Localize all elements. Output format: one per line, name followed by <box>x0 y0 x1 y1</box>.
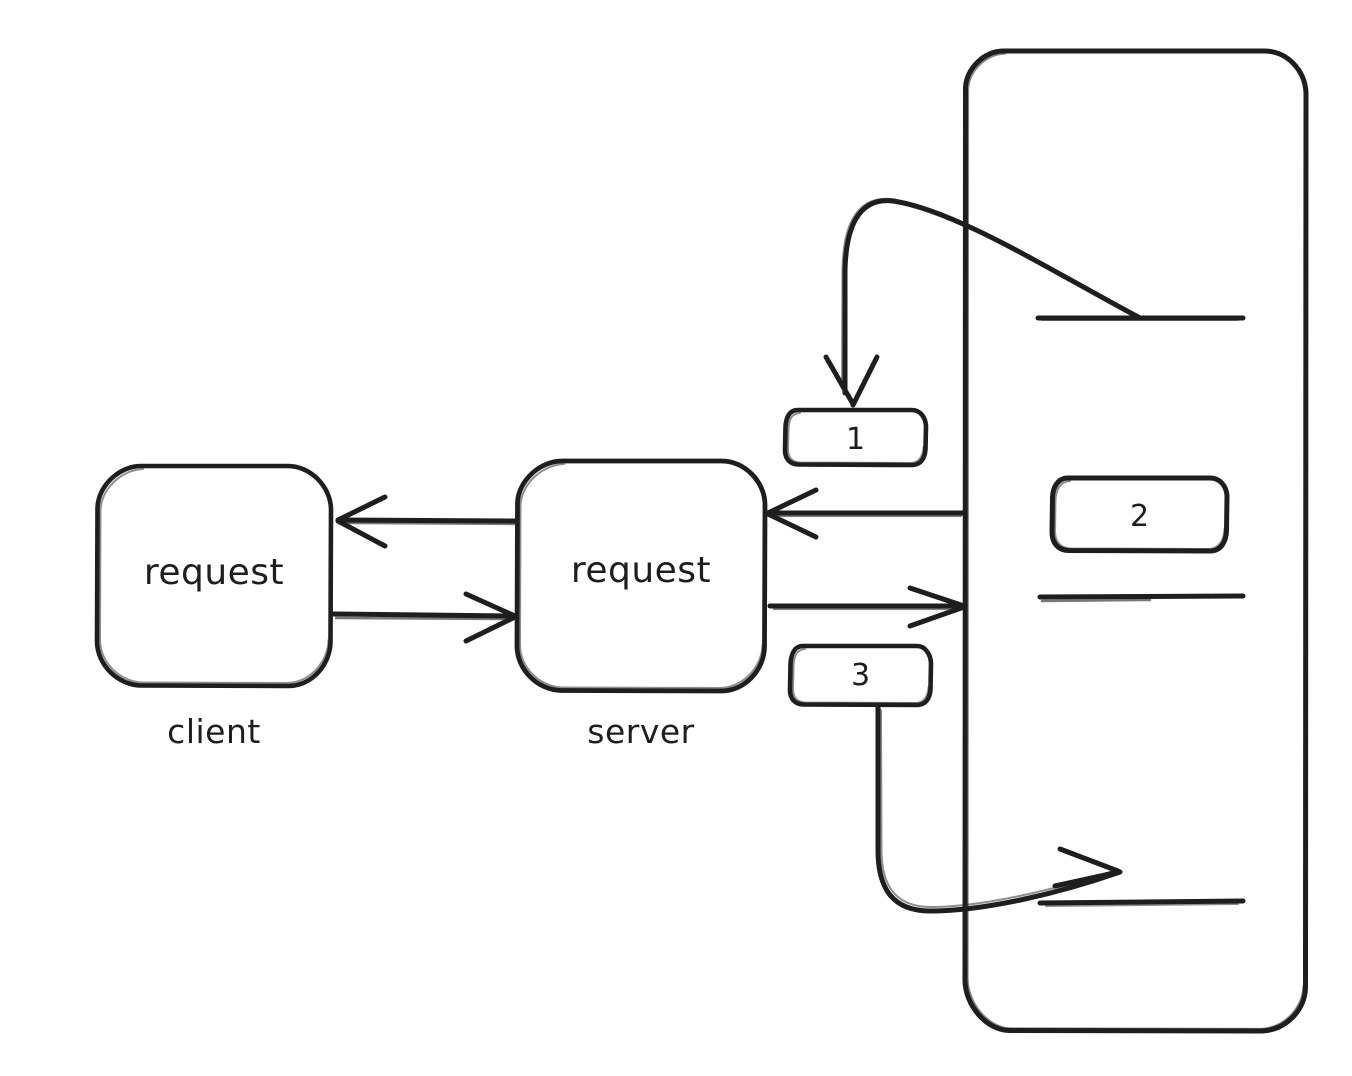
inner-line-middle <box>1037 593 1246 603</box>
callout-1-box[interactable] <box>782 407 929 468</box>
edge-server-to-container[interactable] <box>767 585 967 629</box>
edge-callout-3-to-bottom-line[interactable] <box>875 703 1123 914</box>
callout-1-label: 1 <box>845 422 866 457</box>
server-node[interactable] <box>514 458 768 694</box>
edge-container-to-server[interactable] <box>765 487 966 540</box>
edge-server-to-client[interactable] <box>335 494 519 549</box>
callout-2-box[interactable] <box>1049 475 1230 554</box>
container-node[interactable] <box>962 48 1309 1034</box>
server-caption: server <box>587 712 695 751</box>
callout-2-label: 2 <box>1129 499 1150 534</box>
client-node[interactable] <box>94 463 334 689</box>
callout-3-label: 3 <box>850 658 871 693</box>
edge-client-to-server[interactable] <box>330 591 518 644</box>
edge-top-line-to-callout-1[interactable] <box>823 197 1143 408</box>
inner-line-bottom <box>1037 898 1246 907</box>
client-caption: client <box>167 712 261 751</box>
callout-3-box[interactable] <box>787 643 934 708</box>
